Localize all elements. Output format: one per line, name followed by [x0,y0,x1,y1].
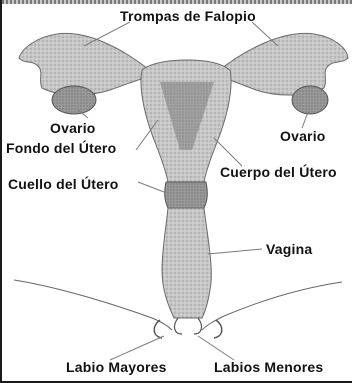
label-ovary-right: Ovario [280,128,326,144]
label-uterus-body: Cuerpo del Útero [220,164,337,180]
vagina [162,208,211,318]
labia-minora [175,318,202,334]
labia-majora-right [214,320,222,338]
label-fundus: Fondo del Útero [6,140,116,156]
left-ovary [52,86,96,114]
right-ovary [292,86,328,114]
cervix [165,182,208,208]
label-fallopian-tubes: Trompas de Falopio [120,8,256,24]
label-ovary-left: Ovario [50,120,96,136]
label-cervix: Cuello del Útero [8,176,119,192]
left-fallopian-tube [19,33,152,95]
label-labia-minora: Labios Menores [214,359,323,375]
right-fallopian-tube [217,33,348,95]
label-vagina: Vagina [266,241,312,257]
label-labia-majora: Labio Mayores [66,359,167,375]
labia-majora-left [154,320,162,338]
